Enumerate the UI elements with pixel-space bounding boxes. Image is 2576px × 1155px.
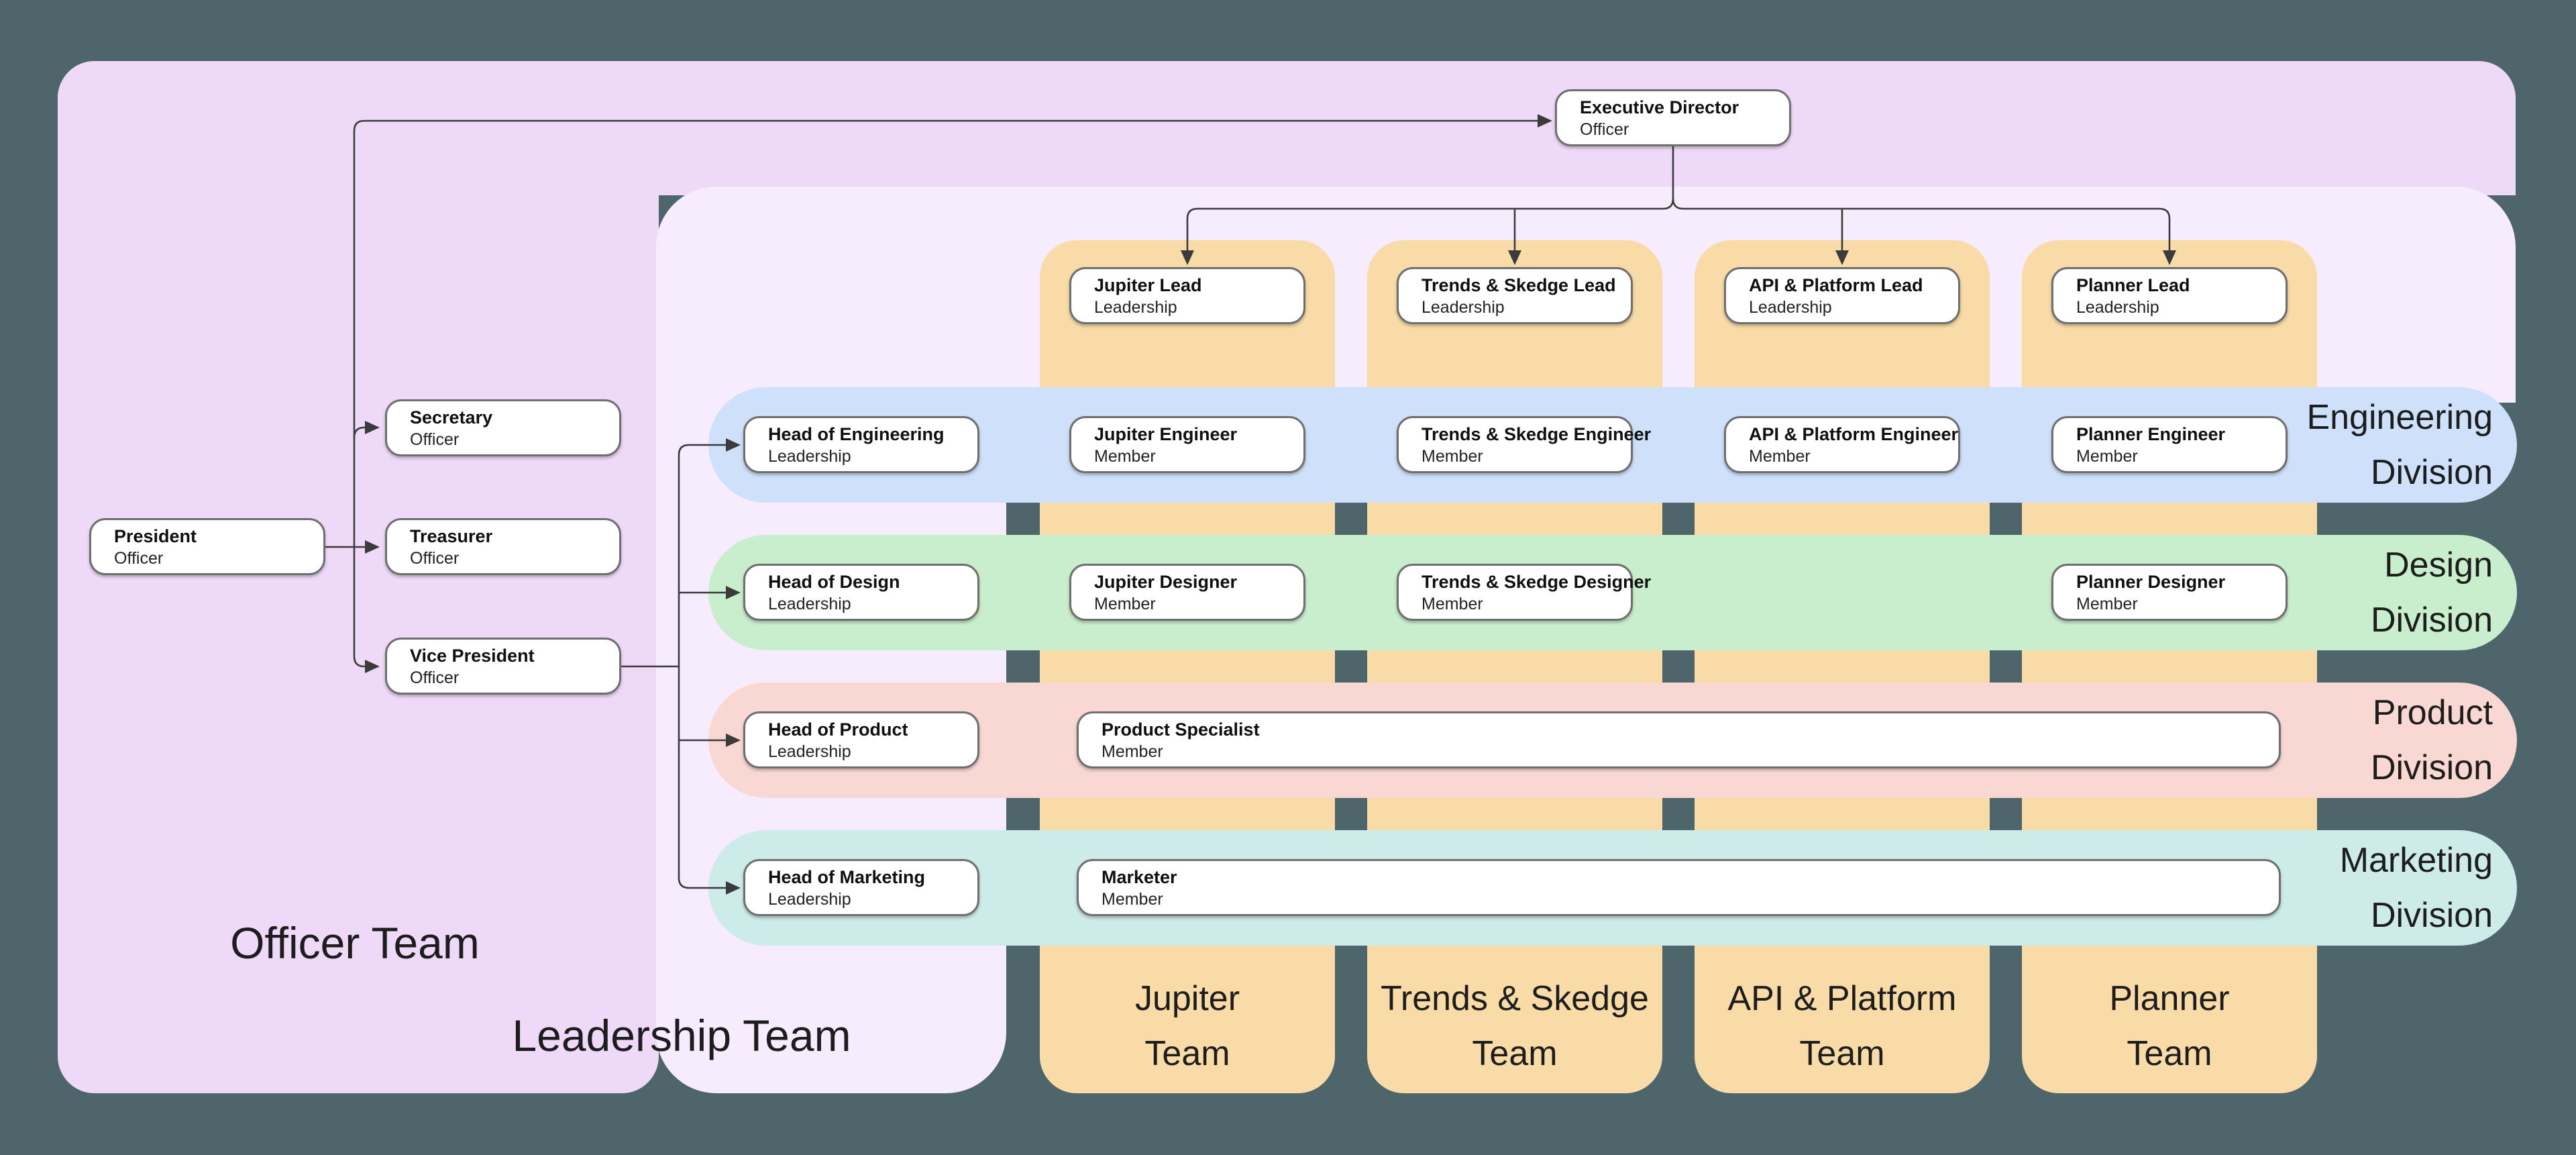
- node-title: Jupiter Lead: [1094, 275, 1202, 295]
- node-subtitle: Officer: [410, 430, 460, 449]
- node-title: API & Platform Lead: [1749, 275, 1923, 295]
- officer-team-label: Officer Team: [230, 918, 480, 968]
- node-title: Head of Marketing: [768, 867, 926, 887]
- node-title: Treasurer: [410, 526, 493, 546]
- node-title: Product Specialist: [1102, 719, 1260, 740]
- api-platform-team-column: [1695, 240, 1990, 1093]
- node-planner-lead[interactable]: Planner Lead Leadership: [2051, 267, 2288, 324]
- node-subtitle: Member: [1094, 447, 1156, 466]
- planner-team-label: Planner Team: [2109, 979, 2230, 1073]
- node-president[interactable]: President Officer: [89, 518, 325, 575]
- node-subtitle: Member: [1102, 890, 1163, 909]
- arrowheads: [365, 114, 2176, 895]
- node-title: Head of Design: [768, 572, 900, 592]
- officer-team-region: [58, 61, 659, 1093]
- node-title: Planner Engineer: [2076, 424, 2226, 444]
- node-title: Trends & Skedge Designer: [1421, 572, 1652, 592]
- node-subtitle: Officer: [1580, 120, 1629, 139]
- node-planner-engineer[interactable]: Planner Engineer Member: [2051, 416, 2288, 473]
- node-treasurer[interactable]: Treasurer Officer: [385, 518, 621, 575]
- node-title: Trends & Skedge Engineer: [1421, 424, 1652, 444]
- leadership-team-label: Leadership Team: [512, 1011, 851, 1060]
- trends-skedge-team-label: Trends & Skedge Team: [1381, 979, 1649, 1073]
- node-head-marketing[interactable]: Head of Marketing Leadership: [743, 859, 979, 916]
- node-title: Vice President: [410, 646, 535, 666]
- node-title: Planner Lead: [2076, 275, 2190, 295]
- node-trends-skedge-lead[interactable]: Trends & Skedge Lead Leadership: [1397, 267, 1633, 324]
- api-platform-team-label: API & Platform Team: [1727, 979, 1957, 1073]
- node-subtitle: Officer: [410, 668, 460, 687]
- node-title: Head of Engineering: [768, 424, 945, 444]
- jupiter-team-column: [1040, 240, 1335, 1093]
- node-subtitle: Leadership: [768, 447, 851, 466]
- node-title: Planner Designer: [2076, 572, 2226, 592]
- node-trends-skedge-engineer[interactable]: Trends & Skedge Engineer Member: [1397, 416, 1652, 473]
- node-subtitle: Member: [2076, 595, 2138, 613]
- trends-skedge-team-column: [1367, 240, 1662, 1093]
- node-subtitle: Leadership: [1749, 298, 1832, 317]
- marketing-division-label: Marketing Division: [2339, 841, 2493, 935]
- node-api-platform-engineer[interactable]: API & Platform Engineer Member: [1724, 416, 1960, 473]
- node-subtitle: Member: [1421, 595, 1483, 613]
- node-subtitle: Member: [1094, 595, 1156, 613]
- node-title: President: [114, 526, 197, 546]
- node-subtitle: Officer: [410, 549, 460, 568]
- node-api-platform-lead[interactable]: API & Platform Lead Leadership: [1724, 267, 1960, 324]
- node-vice-president[interactable]: Vice President Officer: [385, 638, 621, 695]
- node-planner-designer[interactable]: Planner Designer Member: [2051, 564, 2288, 621]
- node-head-engineering[interactable]: Head of Engineering Leadership: [743, 416, 979, 473]
- node-title: Trends & Skedge Lead: [1421, 275, 1616, 295]
- node-subtitle: Officer: [114, 549, 164, 568]
- node-jupiter-engineer[interactable]: Jupiter Engineer Member: [1069, 416, 1305, 473]
- node-subtitle: Member: [1102, 742, 1163, 761]
- node-title: Marketer: [1102, 867, 1177, 887]
- node-subtitle: Leadership: [768, 890, 851, 909]
- node-jupiter-lead[interactable]: Jupiter Lead Leadership: [1069, 267, 1305, 324]
- node-head-product[interactable]: Head of Product Leadership: [743, 711, 979, 768]
- node-subtitle: Member: [1749, 447, 1811, 466]
- node-subtitle: Leadership: [1421, 298, 1505, 317]
- node-subtitle: Leadership: [2076, 298, 2159, 317]
- planner-team-column: [2022, 240, 2317, 1093]
- node-head-design[interactable]: Head of Design Leadership: [743, 564, 979, 621]
- product-division-label: Product Division: [2370, 693, 2493, 787]
- design-division-label: Design Division: [2370, 546, 2493, 640]
- node-marketer[interactable]: Marketer Member: [1077, 859, 2281, 916]
- node-subtitle: Member: [2076, 447, 2138, 466]
- node-title: Secretary: [410, 407, 493, 428]
- node-title: Head of Product: [768, 719, 908, 740]
- node-title: API & Platform Engineer: [1749, 424, 1959, 444]
- node-subtitle: Member: [1421, 447, 1483, 466]
- jupiter-team-label: Jupiter Team: [1134, 979, 1240, 1073]
- node-title: Jupiter Designer: [1094, 572, 1238, 592]
- node-subtitle: Leadership: [1094, 298, 1177, 317]
- node-jupiter-designer[interactable]: Jupiter Designer Member: [1069, 564, 1305, 621]
- node-title: Jupiter Engineer: [1094, 424, 1238, 444]
- engineering-division-label: Engineering Division: [2306, 398, 2493, 492]
- node-subtitle: Leadership: [768, 742, 851, 761]
- node-trends-skedge-designer[interactable]: Trends & Skedge Designer Member: [1397, 564, 1652, 621]
- node-executive-director[interactable]: Executive Director Officer: [1555, 89, 1791, 146]
- node-title: Executive Director: [1580, 97, 1739, 117]
- node-product-specialist[interactable]: Product Specialist Member: [1077, 711, 2281, 768]
- node-secretary[interactable]: Secretary Officer: [385, 399, 621, 456]
- node-subtitle: Leadership: [768, 595, 851, 613]
